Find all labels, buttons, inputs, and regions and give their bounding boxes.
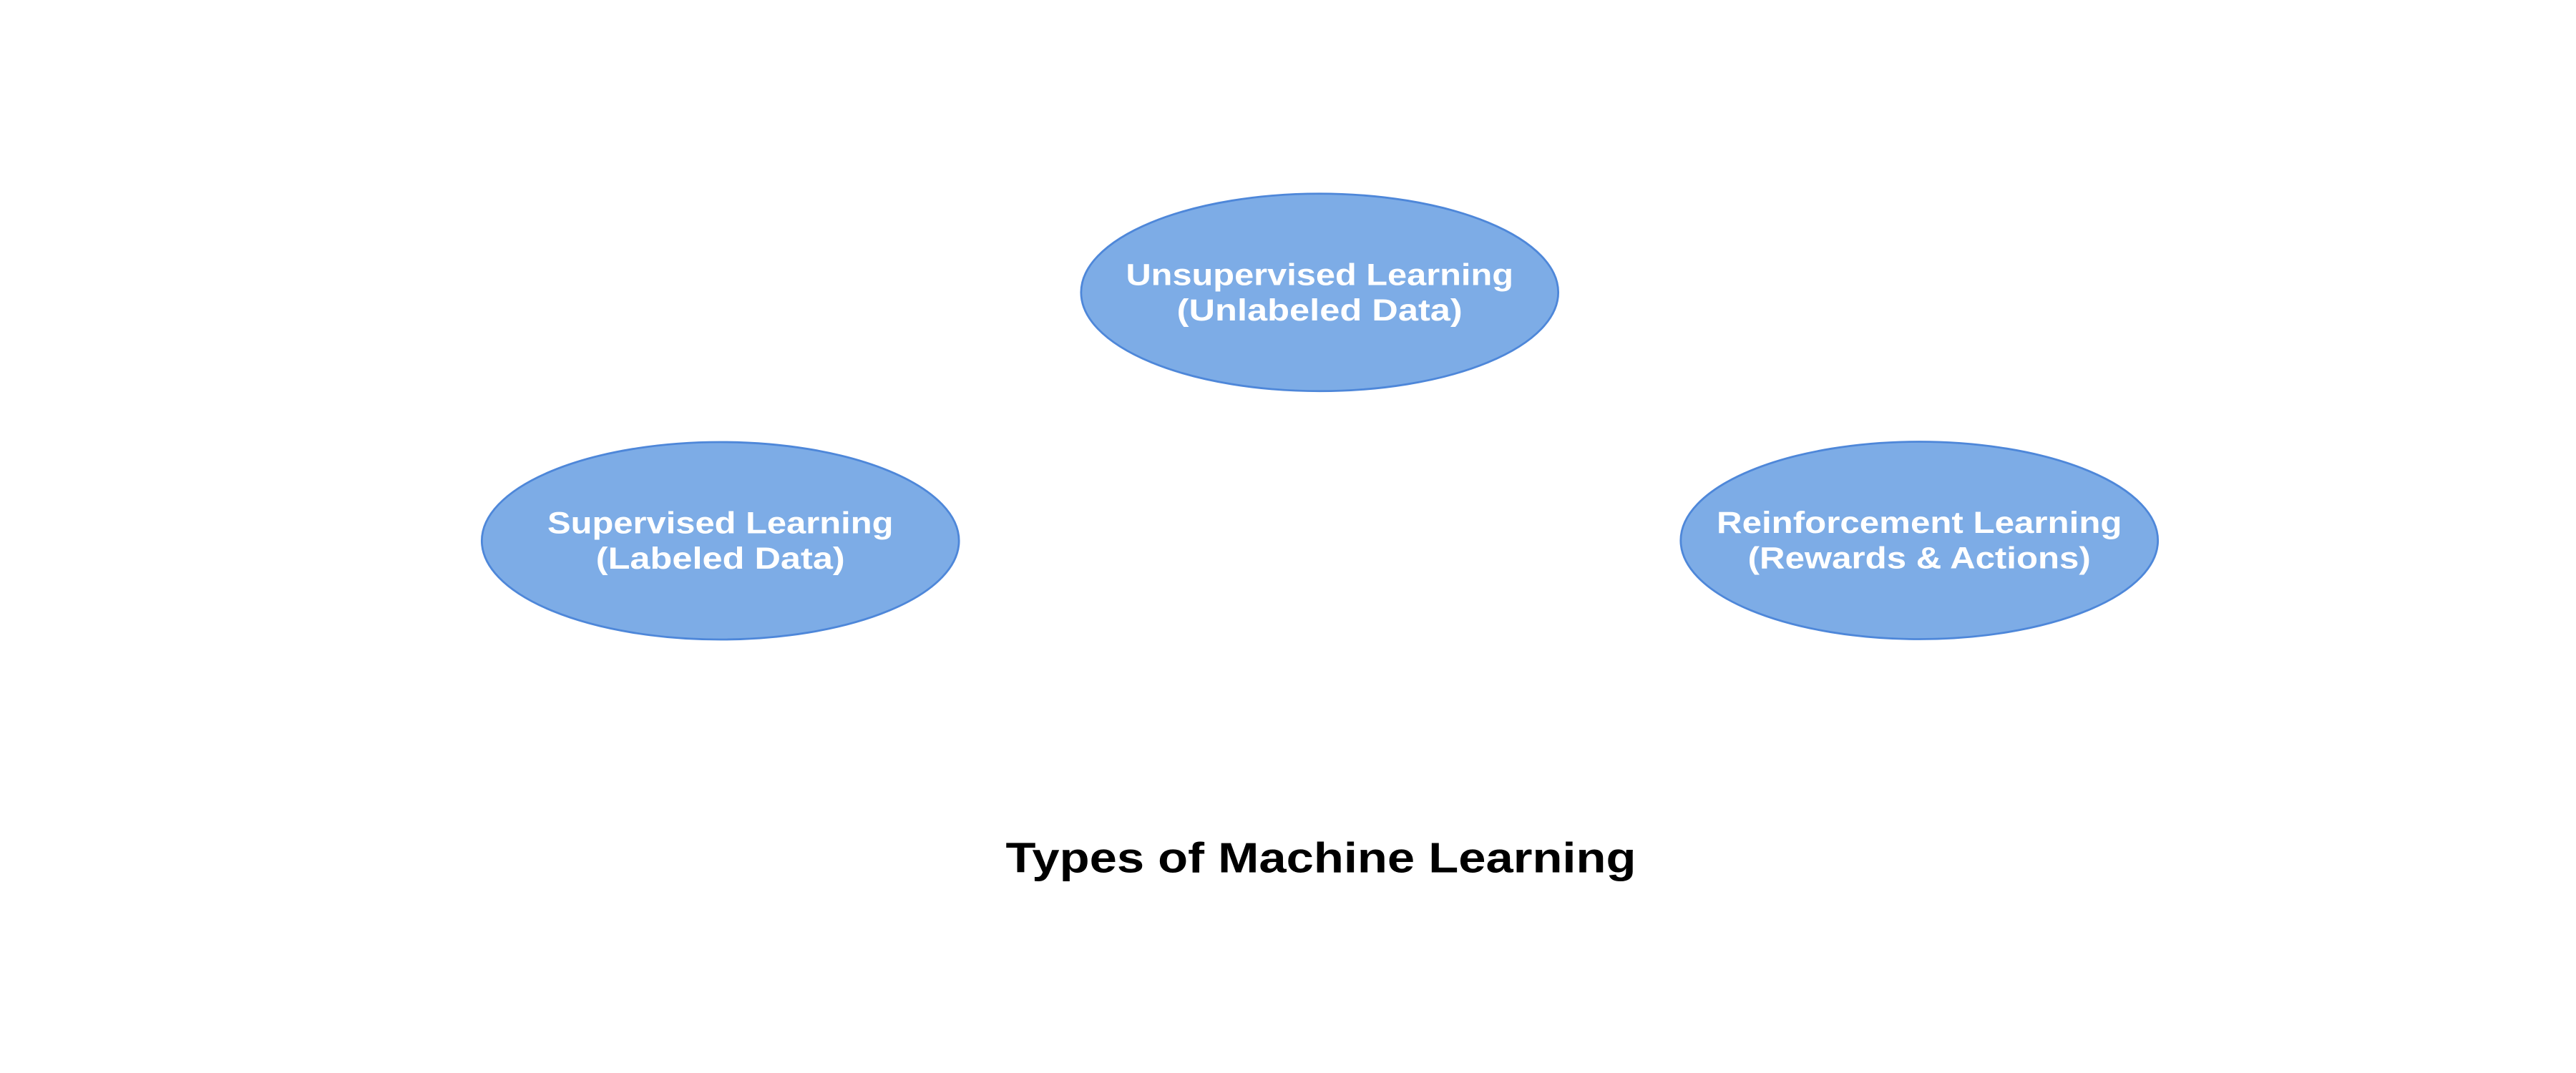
svg-text:Unsupervised Learning: Unsupervised Learning	[1126, 258, 1514, 292]
svg-text:(Labeled Data): (Labeled Data)	[596, 542, 845, 576]
svg-text:Reinforcement Learning: Reinforcement Learning	[1717, 506, 2122, 540]
svg-text:Supervised Learning: Supervised Learning	[547, 506, 893, 540]
svg-text:(Unlabeled Data): (Unlabeled Data)	[1177, 294, 1463, 328]
svg-text:Types of Machine Learning: Types of Machine Learning	[1006, 833, 1636, 881]
svg-text:(Rewards & Actions): (Rewards & Actions)	[1748, 542, 2091, 576]
